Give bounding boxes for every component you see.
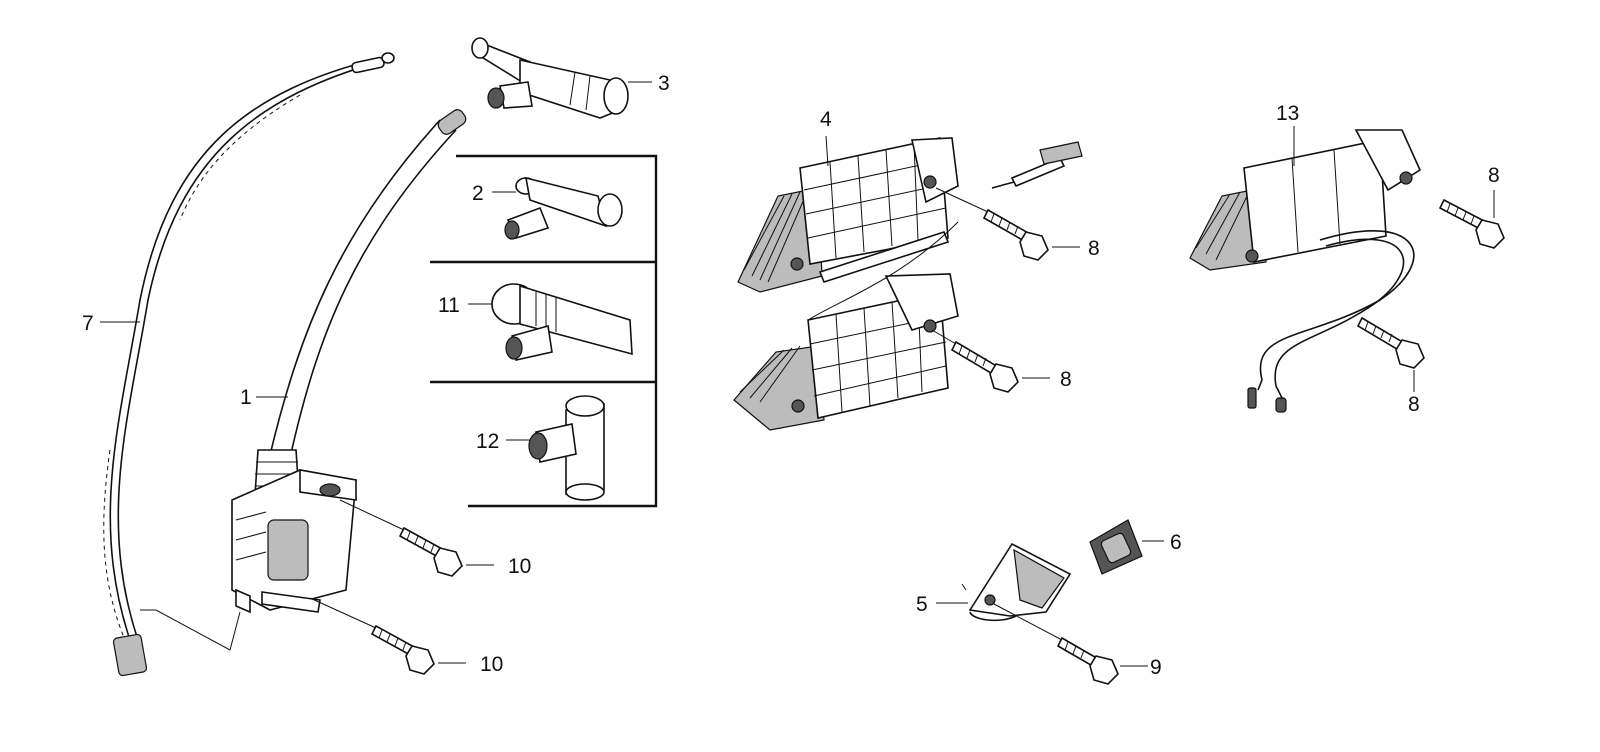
ground-wire-part[interactable]	[103, 52, 395, 677]
callout-1: 1	[240, 386, 252, 409]
bolt-part-10-upper[interactable]	[339, 499, 494, 577]
ignition-coil-part[interactable]	[140, 107, 468, 651]
callout-2: 2	[472, 182, 484, 205]
callout-9: 9	[1150, 656, 1162, 679]
plug-cap-part-2[interactable]	[492, 176, 623, 240]
plug-cap-part-3[interactable]	[471, 37, 652, 119]
plug-cap-part-11[interactable]	[468, 283, 633, 361]
callout-3: 3	[658, 72, 670, 95]
callout-8-a: 8	[1088, 237, 1100, 260]
charge-coil-part-4[interactable]	[737, 135, 959, 293]
bolt-part-8-a[interactable]	[935, 187, 1080, 261]
callout-10-upper: 10	[508, 555, 531, 578]
callout-10-lower: 10	[480, 653, 503, 676]
plug-cap-part-12[interactable]	[506, 395, 605, 501]
callout-12: 12	[476, 430, 499, 453]
bracket-part-5[interactable]	[936, 542, 1072, 622]
callout-11: 11	[438, 294, 460, 317]
callout-5: 5	[916, 593, 928, 616]
variant-parts-box	[430, 154, 658, 508]
wire-terminal-part	[991, 141, 1083, 189]
charge-coil-part-4-lower[interactable]	[733, 221, 959, 431]
callout-7: 7	[82, 312, 94, 335]
grommet-part-6[interactable]	[1089, 519, 1164, 575]
callout-8-c: 8	[1488, 164, 1500, 187]
callout-4: 4	[820, 108, 832, 131]
bolt-part-8-c[interactable]	[1438, 190, 1505, 249]
charge-coil-part-13[interactable]	[1189, 126, 1422, 413]
callout-13: 13	[1276, 102, 1299, 125]
bolt-part-9[interactable]	[993, 603, 1148, 685]
callout-6: 6	[1170, 531, 1182, 554]
callout-8-b: 8	[1060, 368, 1072, 391]
bolt-part-8-b[interactable]	[931, 329, 1050, 393]
bolt-part-10-lower[interactable]	[309, 597, 466, 675]
bolt-part-8-d[interactable]	[1356, 316, 1425, 392]
callout-8-d: 8	[1408, 393, 1420, 416]
